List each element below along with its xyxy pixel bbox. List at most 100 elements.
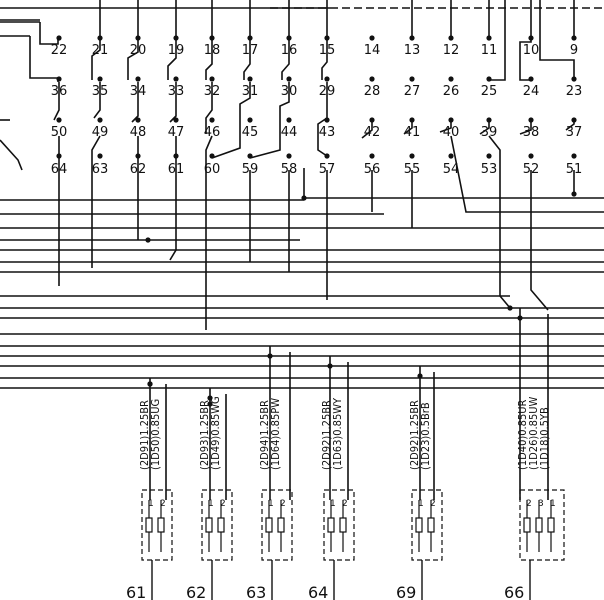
connector-pin-dot [247,35,253,41]
connector-pin-label: 47 [168,125,185,140]
component-element [339,517,347,533]
pin-dots [56,35,577,407]
wire [205,40,213,80]
connection-dot [207,395,213,401]
connector-pin-dot [409,35,415,41]
connector-pin-label: 11 [481,43,498,58]
connector-pin-dot [324,35,330,41]
wire-spec-label: (2D93)1.25BR [198,400,211,470]
connector-pin-label: 59 [242,162,259,177]
wire [489,0,506,81]
connector-pin-dot [409,76,415,82]
connector-pin-dot [247,117,253,123]
connector-pin-dot [135,153,141,159]
connector-pin-dot [486,117,492,123]
wire [205,82,213,134]
connector-pin-label: 32 [204,84,221,99]
wire [131,82,139,123]
connector-pin-dot [448,153,454,159]
connector-pin-dot [409,153,415,159]
connector-pin-label: 58 [281,162,298,177]
connector-pin-label: 53 [481,162,498,177]
connector-pin-dot [97,153,103,159]
connector-pin-dot [209,153,215,159]
connector-pin-label: 27 [404,84,421,99]
connection-dot [327,363,333,369]
connector-pin-label: 63 [92,162,109,177]
component-pin-label: 2 [160,499,166,509]
connector-pin-dot [97,117,103,123]
connector-pin-label: 30 [281,84,298,99]
connector-pin-dot [56,117,62,123]
wire-spec-label: (2D94)1.25BR [258,400,271,470]
component-pin-label: 3 [538,499,544,509]
connector-pin-label: 34 [130,84,147,99]
component-box [261,489,293,561]
connector-pin-label: 44 [281,125,298,140]
wire-spec-label: (2D91)1.25BR [138,400,151,470]
connector-pin-dot [209,117,215,123]
wire [539,0,575,80]
connector-pin-dot [448,117,454,123]
component-box [141,489,173,561]
wire [169,82,177,123]
component-id-label: 62 [186,583,206,600]
connector-pin-dot [286,117,292,123]
connector-pin-dot [173,153,179,159]
connector-pin-label: 64 [51,162,68,177]
connector-pin-dot [97,76,103,82]
connector-pin-label: 56 [364,162,381,177]
connector-pin-dot [135,35,141,41]
connector-pin-label: 43 [319,125,336,140]
connector-pin-label: 49 [92,125,109,140]
connection-dot [507,305,513,311]
connector-pin-dot [173,76,179,82]
wire-spec-label: (1D49)0.85WG [209,396,222,470]
connector-pin-dot [247,153,253,159]
connector-pin-dot [369,117,375,123]
component-box [323,489,355,561]
connection-dot [301,195,307,201]
connector-pin-label: 52 [523,162,540,177]
wire-spec-label: (1D18)0.5YB [538,407,551,470]
connector-pin-label: 45 [242,125,259,140]
wire [361,120,373,139]
connection-dot [147,381,153,387]
component-id-label: 63 [246,583,266,600]
connector-pin-dot [448,76,454,82]
wire [127,40,139,80]
connector-pin-label: 46 [204,125,221,140]
connector-pin-label: 24 [523,84,540,99]
connector-pin-label: 26 [443,84,460,99]
connector-pin-label: 37 [566,125,583,140]
connector-pin-dot [209,76,215,82]
wire-spec-label: (1D50)0.85UG [149,399,162,470]
component-pin-label: 2 [220,499,226,509]
connector-pin-label: 36 [51,84,68,99]
wire [0,139,23,171]
connector-pin-label: 29 [319,84,336,99]
connector-pin-dot [369,153,375,159]
wire [317,82,328,157]
connection-dot [571,191,577,197]
connector-pin-label: 40 [443,125,460,140]
wire [205,135,213,330]
wire [91,40,101,80]
component-pin-label: 1 [330,499,336,509]
connector-pin-dot [528,153,534,159]
connector-pin-dot [528,117,534,123]
connector-pin-label: 10 [523,43,540,58]
wire [479,120,490,135]
wire [450,135,604,213]
component-element [217,517,225,533]
connector-pin-label: 61 [168,162,185,177]
component-id-label: 61 [126,583,146,600]
wire [93,82,101,119]
component-pin-label: 1 [268,499,274,509]
component-pin-label: 1 [550,499,556,509]
component-box [411,489,443,561]
wire-layer [0,0,604,500]
